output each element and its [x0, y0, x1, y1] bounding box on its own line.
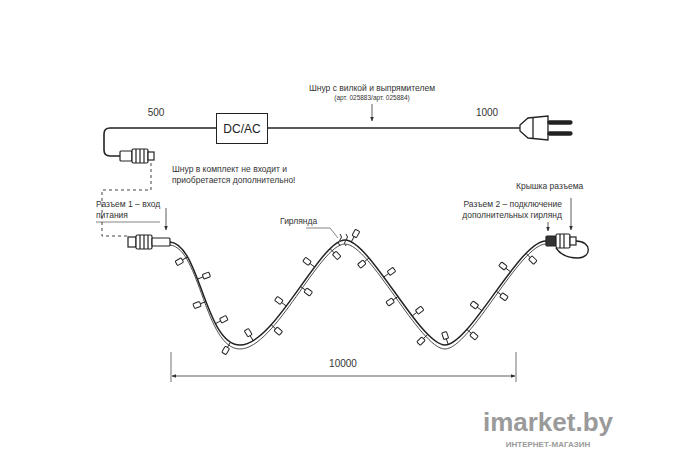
bulb: [499, 262, 512, 274]
bulb: [357, 256, 370, 268]
bulb: [386, 294, 399, 306]
connector-label: Разъем 1 – вход питания: [96, 199, 166, 221]
bulb: [470, 301, 483, 313]
watermark: ИНТЕРНЕТ-МАГАЗИН: [478, 441, 618, 450]
bulb: [270, 323, 283, 335]
dimension: 10000: [326, 357, 360, 370]
bulb: [274, 296, 287, 308]
converter-box: DC/AC: [216, 113, 268, 144]
bulb: [303, 257, 316, 269]
article-note: (арт. 025883/арт. 025884): [262, 94, 482, 102]
bulb: [214, 315, 228, 326]
bulb: [175, 255, 189, 266]
garland-label: Гирлянда: [280, 216, 340, 227]
bulb: [465, 328, 478, 340]
bulb: [382, 267, 395, 279]
connector-label: Разъем 2 – подключение дополнительных ги…: [450, 199, 562, 221]
note: Шнур в комплект не входит и приобретаетс…: [172, 164, 322, 186]
cord-label: Шнур с вилкой и выпрямителем: [262, 83, 482, 94]
dimension: 1000: [467, 106, 507, 119]
bulb: [442, 331, 451, 345]
watermark: imarket.by: [478, 408, 618, 437]
bulb: [524, 252, 537, 265]
bulb: [244, 328, 255, 342]
dimension: 500: [136, 106, 176, 119]
bulb: [299, 284, 312, 296]
bulb: [197, 272, 211, 281]
bulb: [193, 299, 207, 308]
bulb: [222, 341, 233, 355]
bulb: [417, 333, 430, 346]
cap-label: Крышка разъема: [516, 181, 606, 192]
bulb: [411, 306, 424, 318]
box-text: DC/AC: [223, 122, 260, 136]
bulb: [328, 247, 341, 260]
bulb: [349, 229, 360, 243]
bulb: [495, 289, 508, 301]
